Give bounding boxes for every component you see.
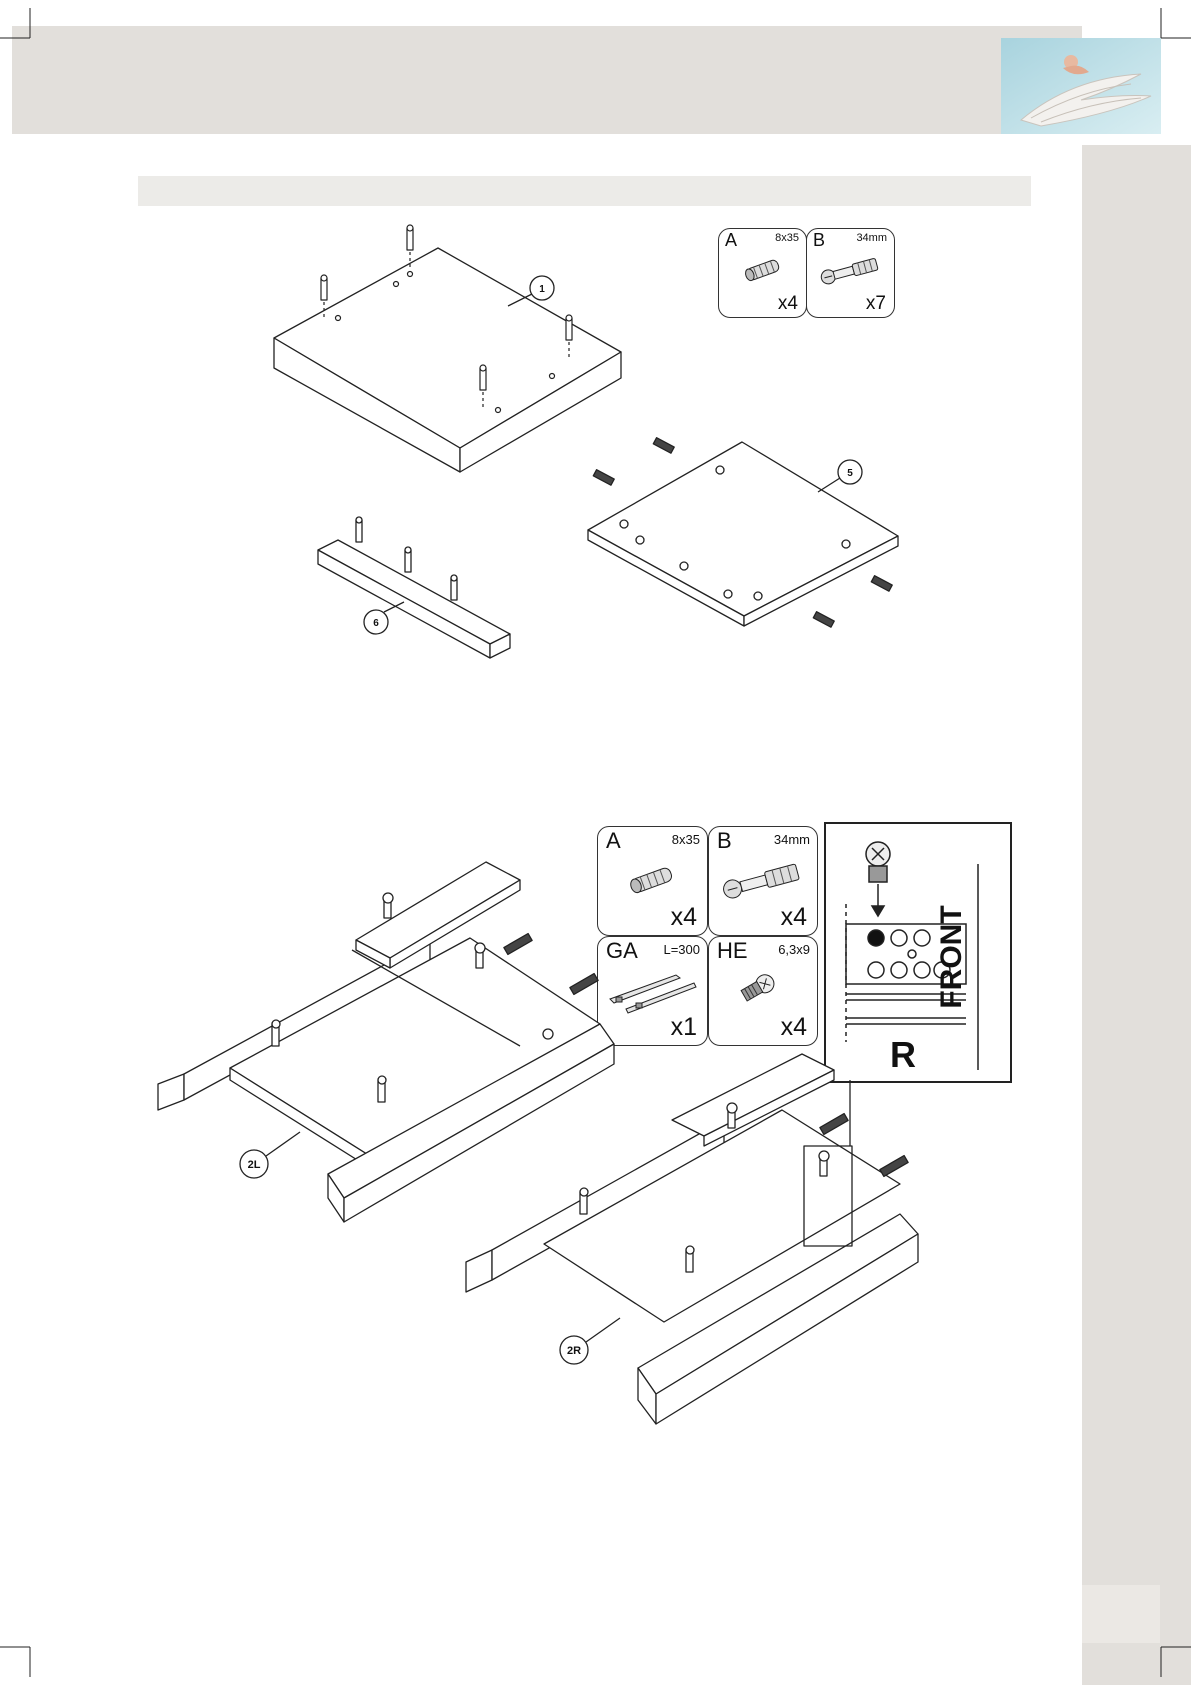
callout-1-label: 1 bbox=[539, 284, 545, 295]
callout-2r-label: 2R bbox=[567, 1345, 581, 1357]
panel-6 bbox=[318, 517, 510, 658]
callout-2l-label: 2L bbox=[248, 1159, 261, 1171]
panel-2l bbox=[158, 862, 614, 1222]
callout-6-label: 6 bbox=[373, 618, 379, 629]
callout-5-label: 5 bbox=[847, 468, 853, 479]
